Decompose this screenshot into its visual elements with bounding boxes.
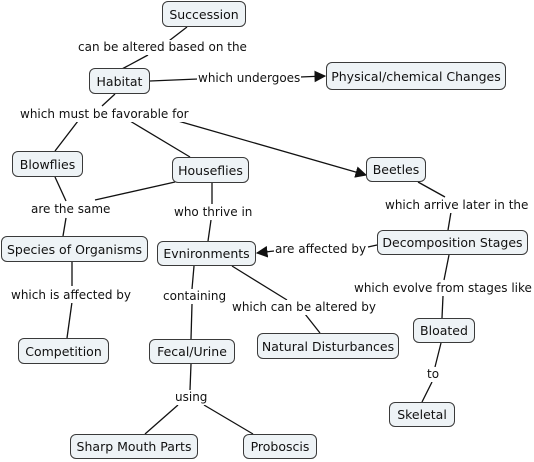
link-label-evolve: which evolve from stages like <box>353 281 533 296</box>
link-label-undergoes: which undergoes <box>197 71 302 86</box>
line-same-species <box>62 217 67 237</box>
link-label-affected-by-competition: which is affected by <box>10 288 133 303</box>
line-label-habitat <box>121 54 149 70</box>
link-label-using: using <box>174 390 209 405</box>
arrow-affected-environments <box>255 245 275 258</box>
line-arrive-decomposition <box>447 211 452 231</box>
node-competition[interactable]: Competition <box>18 338 109 364</box>
link-label-altered-based: can be altered based on the <box>77 40 248 55</box>
node-physical-chemical-changes[interactable]: Physical/chemical Changes <box>326 62 506 90</box>
line-habitat-favorable <box>101 93 116 107</box>
node-sharp-mouth-parts[interactable]: Sharp Mouth Parts <box>70 434 198 459</box>
link-label-same: are the same <box>30 202 112 217</box>
line-evolve-bloated <box>441 295 444 319</box>
node-fecal-urine[interactable]: Fecal/Urine <box>149 339 235 364</box>
link-label-thrive: who thrive in <box>173 205 254 220</box>
node-environments[interactable]: Evnironments <box>157 241 256 266</box>
node-bloated[interactable]: Bloated <box>413 318 475 343</box>
link-label-arrive-later: which arrive later in the <box>384 198 530 213</box>
line-favorable-houseflies <box>129 120 191 158</box>
line-containing-fecal <box>190 303 193 340</box>
node-natural-disturbances[interactable]: Natural Disturbances <box>257 333 399 359</box>
line-environments-containing <box>191 265 195 290</box>
node-decomposition-stages[interactable]: Decomposition Stages <box>377 230 528 255</box>
line-thrive-environments <box>207 219 212 242</box>
node-beetles[interactable]: Beetles <box>366 157 426 182</box>
link-label-to: to <box>426 367 441 382</box>
line-using-sharpmouth <box>144 404 179 435</box>
line-bloated-to <box>434 342 442 368</box>
node-skeletal[interactable]: Skeletal <box>389 402 455 427</box>
line-beetles-arrive <box>417 181 446 198</box>
line-environments-altered <box>231 265 288 301</box>
node-succession[interactable]: Succession <box>162 1 246 27</box>
arrow-undergoes-physical <box>299 70 327 83</box>
line-to-skeletal <box>421 381 433 403</box>
line-using-proboscis <box>203 404 254 435</box>
line-blowflies-same <box>54 176 67 202</box>
line-decomposition-affected <box>367 244 378 248</box>
node-proboscis[interactable]: Proboscis <box>243 434 317 459</box>
node-habitat[interactable]: Habitat <box>89 68 150 94</box>
link-label-altered-by: which can be altered by <box>231 300 377 315</box>
node-blowflies[interactable]: Blowflies <box>12 151 83 177</box>
line-houseflies-same <box>94 181 176 201</box>
line-altered-disturbances <box>304 313 321 334</box>
line-fecal-using <box>189 363 192 391</box>
line-affected-competition <box>66 301 73 339</box>
line-favorable-blowflies <box>54 120 79 152</box>
link-label-containing: containing <box>162 289 228 304</box>
link-label-favorable: which must be favorable for <box>19 107 190 122</box>
line-decomposition-evolve <box>443 254 450 281</box>
line-habitat-undergoes <box>149 78 199 82</box>
arrow-favorable-beetles <box>177 120 368 178</box>
node-houseflies[interactable]: Houseflies <box>172 157 249 183</box>
link-label-affected-by: are affected by <box>274 242 368 257</box>
node-species-of-organisms[interactable]: Species of Organisms <box>1 236 148 262</box>
